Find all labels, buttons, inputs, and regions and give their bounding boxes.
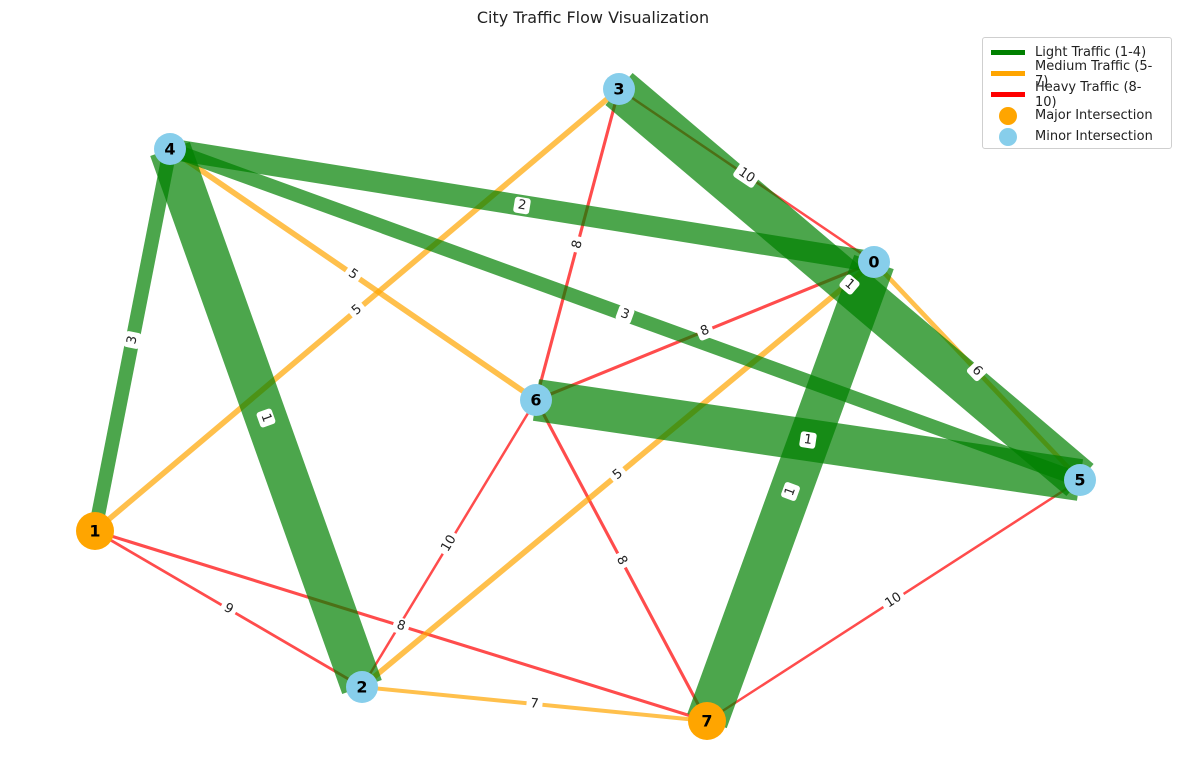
edge-weight-text: 2 [517,197,528,213]
edge-label-4-5: 3 [615,305,635,324]
legend-label: Major Intersection [1035,108,1153,123]
edge-label-0-2: 5 [607,464,629,485]
edge-label-6-7: 8 [611,550,632,571]
edge-label-bg [218,599,239,619]
node-label-0: 0 [868,253,879,272]
minor-intersection-node-6 [520,384,552,416]
edge-label-2-7: 7 [526,695,543,713]
edge-label-bg [568,235,587,254]
node-label-3: 3 [613,80,624,99]
diagram-title: City Traffic Flow Visualization [476,8,710,27]
edge-label-bg [391,616,411,636]
major-intersection-node-1 [76,512,114,550]
legend-line-swatch [991,71,1025,76]
major-intersection-node-7 [688,702,726,740]
minor-intersection-node-5 [1064,464,1096,496]
minor-intersection-node-3 [603,73,635,105]
minor-intersection-node-0 [858,246,890,278]
edge-label-7-5: 10 [880,588,907,613]
edge-label-6-5: 1 [799,431,817,449]
node-label-2: 2 [356,678,367,697]
edge-label-0-5: 6 [966,360,988,382]
legend-dot-swatch-wrap [991,106,1025,125]
edge-label-bg [513,196,531,215]
edge-label-bg [966,360,988,382]
edge-weight-text: 1 [803,432,813,448]
legend-item: Light Traffic (1-4) [991,42,1163,63]
edge-weight-text: 7 [530,696,540,712]
edge-label-bg [880,588,907,613]
legend-label: Minor Intersection [1035,129,1153,144]
edge-label-4-6: 5 [343,264,363,285]
node-label-5: 5 [1074,471,1085,490]
legend-line-swatch [991,92,1025,97]
legend-item: Medium Traffic (5-7) [991,59,1163,89]
legend-item: Heavy Traffic (8-10) [991,80,1163,110]
edge-label-bg [526,695,543,713]
legend-label: Light Traffic (1-4) [1035,45,1147,60]
edge-label-6-0: 8 [695,321,715,341]
legend-dot-swatch [999,127,1017,146]
edge-label-bg [781,482,800,501]
legend-dot-swatch-wrap [991,127,1025,146]
edge-label-bg [343,264,363,285]
edge-label-bg [733,163,760,188]
edge-label-4-2: 1 [256,408,276,428]
edge-label-bg [437,530,461,557]
edge-label-3-1: 5 [346,299,368,321]
edge-label-4-0: 2 [513,196,531,215]
node-label-6: 6 [530,391,541,410]
legend-item: Major Intersection [991,105,1163,126]
edge-label-bg [607,464,629,485]
edge-label-bg [695,321,715,341]
node-label-7: 7 [701,712,712,731]
edge-weight-text: 3 [124,334,140,345]
edge-label-bg [839,274,860,295]
legend-label: Heavy Traffic (8-10) [1035,79,1142,110]
edge-label-3-0: 10 [733,163,760,188]
edge-label-1-7: 8 [391,616,411,636]
edge-label-1-2: 9 [218,599,239,619]
edge-labels-layer: 3 2 1 1 1 3 1 5 5 5 6 7 10 8 8 10 8 9 8 10 [123,163,988,713]
minor-intersection-node-2 [346,671,378,703]
edge-weight-text: 10 [438,533,459,555]
legend-dot-swatch [999,106,1017,125]
legend-item: Minor Intersection [991,126,1163,147]
legend-line-swatch [991,50,1025,55]
edge-label-bg [611,550,632,571]
edge-label-bg [123,331,142,349]
minor-intersection-node-4 [154,133,186,165]
edge-label-bg [346,299,368,321]
node-label-1: 1 [89,522,100,541]
legend: Light Traffic (1-4)Medium Traffic (5-7)H… [982,37,1172,149]
edges-layer [88,72,1094,729]
edge-label-bg [256,408,276,428]
legend-label: Medium Traffic (5-7) [1035,58,1153,89]
edge-label-bg [799,431,817,449]
edge-weight-text: 8 [569,239,586,251]
edge-label-3-6: 8 [568,235,587,254]
edge-label-6-2: 10 [437,530,461,557]
edge-label-3-5: 1 [839,274,860,295]
edge-label-0-7: 1 [781,482,800,501]
edge-label-bg [615,305,635,324]
node-label-4: 4 [164,140,175,159]
edge-label-4-1: 3 [123,331,142,349]
